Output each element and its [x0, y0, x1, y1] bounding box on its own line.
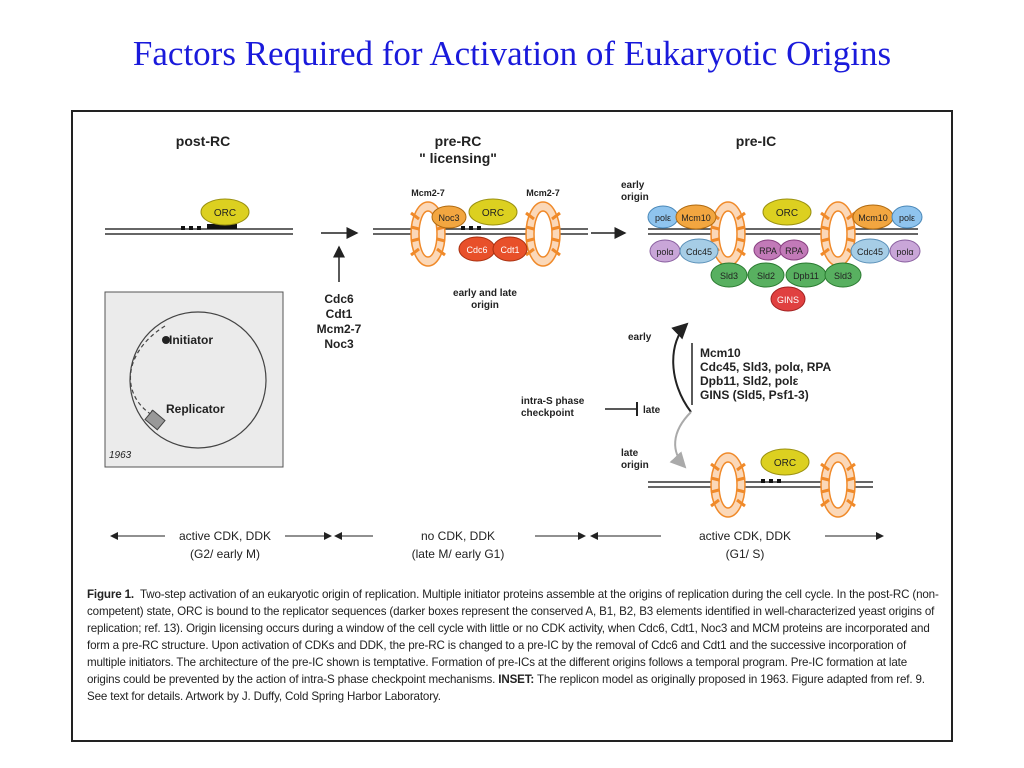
pre-ic-pola-left-label: polα: [656, 247, 673, 257]
initiator-item: GINS (Sld5, Psf1-3): [700, 388, 809, 402]
licensing-factor: Noc3: [324, 337, 354, 351]
late-branch-label: late: [643, 405, 661, 416]
pre-rc-noc3-label: Noc3: [438, 213, 459, 223]
pre-ic-mcm10-left-label: Mcm10: [681, 213, 711, 223]
late-origin-orc-label: ORC: [774, 458, 796, 469]
early-late-origin-line1: early and late: [453, 288, 517, 299]
caption-text: Two-step activation of an eukaryotic ori…: [87, 588, 939, 686]
pre-ic-rpa-left-label: RPA: [759, 246, 777, 256]
pre-ic-complex: ORC polε Mcm10 Mcm10 polε polα Cdc45 RPA…: [647, 198, 923, 312]
post-rc-complex: ORC: [105, 198, 293, 235]
pre-ic-rpa-right-label: RPA: [785, 246, 803, 256]
initiator-list: Mcm10 Cdc45, Sld3, polα, RPA Dpb11, Sld2…: [700, 346, 832, 402]
phase-period: (G1/ S): [726, 547, 765, 561]
stage-pre-rc: pre-RC: [435, 133, 482, 149]
pre-ic-gins-label: GINS: [777, 295, 799, 305]
phase-period: (late M/ early G1): [412, 547, 505, 561]
pre-rc-cdc6-label: Cdc6: [466, 245, 487, 255]
pre-ic-cdc45-left-label: Cdc45: [686, 247, 712, 257]
caption-inset-label: INSET:: [498, 673, 535, 686]
pre-ic-dpb11-label: Dpb11: [793, 271, 819, 281]
pre-rc-mcm-right-label: Mcm2-7: [526, 188, 560, 198]
checkpoint-line2: checkpoint: [521, 408, 574, 419]
phase-kinase: no CDK, DDK: [421, 529, 495, 543]
early-late-origin-line2: origin: [471, 300, 499, 311]
late-origin-line1: late: [621, 448, 639, 459]
inset-replicator-label: Replicator: [166, 402, 225, 416]
pre-ic-cdc45-right-label: Cdc45: [857, 247, 883, 257]
pre-rc-complex: Noc3 ORC Cdc6 Cdt1: [373, 198, 588, 268]
initiator-item: Dpb11, Sld2, polε: [700, 374, 799, 388]
stage-pre-ic: pre-IC: [736, 133, 776, 149]
figure-caption: Figure 1.Two-step activation of an eukar…: [87, 586, 939, 705]
replicon-inset: Initiator Replicator 1963: [104, 291, 284, 468]
initiator-item: Mcm10: [700, 346, 741, 360]
pre-ic-pole-left-label: polε: [655, 213, 671, 223]
pre-ic-mcm10-right-label: Mcm10: [858, 213, 888, 223]
pre-ic-pole-right-label: polε: [899, 213, 915, 223]
licensing-factor: Cdt1: [326, 307, 353, 321]
caption-inset-text: The replicon model as originally propose…: [87, 673, 925, 703]
pre-rc-cdt1-label: Cdt1: [500, 245, 519, 255]
stage-pre-rc-sub: " licensing": [419, 150, 497, 166]
licensing-factor: Mcm2-7: [317, 322, 362, 336]
initiator-item: Cdc45, Sld3, polα, RPA: [700, 360, 832, 374]
pre-rc-orc-label: ORC: [482, 208, 504, 219]
origin-activation-diagram: post-RC pre-RC " licensing" pre-IC ORC C…: [104, 133, 923, 561]
arrow-late-branch: [669, 411, 692, 469]
inset-year-label: 1963: [109, 450, 132, 461]
pre-ic-orc-label: ORC: [776, 208, 798, 219]
arrow-early-branch: [671, 322, 692, 413]
pre-ic-pola-right-label: polα: [896, 247, 913, 257]
phase-period: (G2/ early M): [190, 547, 260, 561]
late-origin-complex: ORC: [648, 448, 873, 519]
licensing-factor: Cdc6: [324, 292, 354, 306]
post-rc-orc-label: ORC: [214, 208, 236, 219]
early-origin-line1: early: [621, 180, 645, 191]
cell-cycle-phases: active CDK, DDK (G2/ early M) no CDK, DD…: [110, 529, 884, 561]
phase-kinase: active CDK, DDK: [179, 529, 271, 543]
licensing-factor-list: Cdc6 Cdt1 Mcm2-7 Noc3: [317, 292, 362, 351]
slide-title: Factors Required for Activation of Eukar…: [132, 34, 892, 73]
phase-kinase: active CDK, DDK: [699, 529, 791, 543]
early-origin-line2: origin: [621, 192, 649, 203]
stage-post-rc: post-RC: [176, 133, 230, 149]
pre-ic-sld2-label: Sld2: [757, 271, 775, 281]
checkpoint-line1: intra-S phase: [521, 396, 585, 407]
caption-label: Figure 1.: [87, 588, 134, 601]
early-branch-label: early: [628, 332, 652, 343]
figure-frame: post-RC pre-RC " licensing" pre-IC ORC C…: [71, 110, 953, 742]
inset-initiator-label: Initiator: [169, 333, 213, 347]
late-origin-line2: origin: [621, 460, 649, 471]
pre-ic-sld3-right-label: Sld3: [834, 271, 852, 281]
pre-rc-mcm-left-label: Mcm2-7: [411, 188, 445, 198]
pre-ic-sld3-left-label: Sld3: [720, 271, 738, 281]
